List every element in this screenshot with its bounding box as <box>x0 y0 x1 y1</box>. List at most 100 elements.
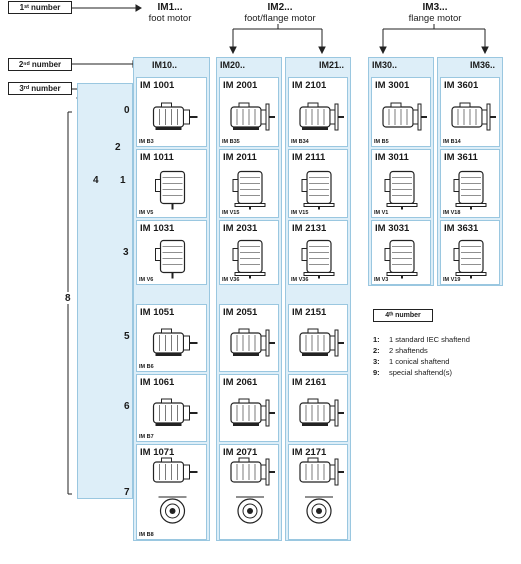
motor-drawing <box>230 457 275 524</box>
bracket-label-2: 2 <box>115 142 121 153</box>
column-title-im20: IM20.. <box>220 60 246 70</box>
mounting-cell: IM 3031 IM V3 <box>371 220 431 285</box>
position-code: IM V36 <box>291 277 309 283</box>
third-digit-0: 0 <box>124 105 130 116</box>
legend-item: 1:1 standard IEC shaftend <box>373 335 470 344</box>
position-code: IM V3 <box>374 277 389 283</box>
mounting-cell: IM 2031 IM V36 <box>219 220 279 285</box>
position-code: IM V5 <box>139 210 154 216</box>
mounting-cell: IM 3001 IM B5 <box>371 77 431 147</box>
position-code: IM B3 <box>139 139 154 145</box>
mounting-code: IM 2131 <box>292 223 327 234</box>
motor-drawing <box>299 457 344 524</box>
third-digit-6: 6 <box>124 401 130 412</box>
motor-drawing <box>152 328 198 356</box>
third-number-label: 3ʳᵈ number <box>8 82 72 95</box>
motor-drawing <box>301 170 335 210</box>
column-title-im36: IM36.. <box>470 60 496 70</box>
position-code: IM V18 <box>443 210 461 216</box>
mounting-code: IM 3031 <box>375 223 410 234</box>
header-im1-code: IM1... <box>157 2 183 13</box>
mounting-code: IM 3011 <box>375 152 409 163</box>
motor-drawing <box>451 102 496 131</box>
position-code: IM B7 <box>139 434 154 440</box>
mounting-cell: IM 3611 IM V18 <box>440 149 500 218</box>
mounting-code: IM 1061 <box>140 377 175 388</box>
mounting-cell: IM 1001 IM B3 <box>136 77 207 147</box>
mounting-cell: IM 2131 IM V36 <box>288 220 348 285</box>
second-number-label: 2ⁿᵈ number <box>8 58 72 71</box>
mounting-cell: IM 2071 <box>219 444 279 540</box>
motor-drawing <box>232 170 266 210</box>
position-code: IM B35 <box>222 139 240 145</box>
mounting-code: IM 1031 <box>140 223 175 234</box>
mounting-code: IM 3631 <box>444 223 479 234</box>
motor-drawing <box>453 239 487 279</box>
header-im3-desc: flange motor <box>408 13 462 24</box>
mounting-cell: IM 2111 IM V15 <box>288 149 348 218</box>
motor-drawing <box>299 328 344 357</box>
mounting-code: IM 2101 <box>292 80 327 91</box>
mounting-cell: IM 2061 <box>219 374 279 442</box>
first-number-label: 1ˢᵗ number <box>8 1 72 14</box>
motor-drawing <box>384 170 418 210</box>
left-panel <box>77 83 133 499</box>
mounting-cell: IM 2051 <box>219 304 279 372</box>
motor-drawing <box>232 239 266 279</box>
mounting-code: IM 2171 <box>292 447 327 458</box>
column-title-im10: IM10.. <box>152 60 178 70</box>
motor-drawing <box>230 102 275 131</box>
motor-drawing <box>301 239 335 279</box>
mounting-code: IM 2161 <box>292 377 327 388</box>
mounting-code: IM 2051 <box>223 307 258 318</box>
fourth-number-label: 4ᵗʰ number <box>373 309 433 322</box>
motor-drawing <box>230 328 275 357</box>
mounting-code: IM 3001 <box>375 80 410 91</box>
shaftend-legend: 1:1 standard IEC shaftend 2:2 shaftends … <box>373 335 470 379</box>
motor-drawing <box>152 398 198 426</box>
position-code: IM B34 <box>291 139 309 145</box>
mounting-cell: IM 1061 IM B7 <box>136 374 207 442</box>
mounting-cell: IM 3011 IM V1 <box>371 149 431 218</box>
mounting-cell: IM 2171 <box>288 444 348 540</box>
legend-item: 3:1 conical shaftend <box>373 357 450 366</box>
mounting-code: IM 1001 <box>140 80 175 91</box>
mounting-cell: IM 1031 IM V6 <box>136 220 207 285</box>
mounting-cell: IM 2161 <box>288 374 348 442</box>
mounting-code: IM 3611 <box>444 152 478 163</box>
position-code: IM V1 <box>374 210 389 216</box>
position-code: IM V15 <box>291 210 309 216</box>
position-code: IM B6 <box>139 364 154 370</box>
motor-drawing <box>384 239 418 279</box>
mounting-code: IM 2111 <box>292 152 326 163</box>
position-code: IM V6 <box>139 277 154 283</box>
third-digit-1: 1 <box>120 175 126 186</box>
position-code: IM V36 <box>222 277 240 283</box>
mounting-code: IM 1071 <box>140 447 175 458</box>
mounting-code: IM 2001 <box>223 80 258 91</box>
motor-drawing <box>453 170 487 210</box>
mounting-cell: IM 2151 <box>288 304 348 372</box>
third-digit-7: 7 <box>124 487 130 498</box>
mounting-code: IM 1051 <box>140 307 175 318</box>
position-code: IM V19 <box>443 277 461 283</box>
position-code: IM B8 <box>139 532 154 538</box>
position-code: IM V15 <box>222 210 240 216</box>
motor-drawing <box>155 170 186 210</box>
header-im2-code: IM2... <box>267 2 293 13</box>
motor-drawing <box>152 102 198 130</box>
motor-drawing <box>299 102 344 131</box>
header-im1-desc: foot motor <box>148 13 192 24</box>
mounting-cell: IM 1071 IM B8 <box>136 444 207 540</box>
column-title-im21: IM21.. <box>319 60 345 70</box>
third-digit-5: 5 <box>124 331 130 342</box>
mounting-code: IM 2011 <box>223 152 257 163</box>
mounting-cell: IM 1051 IM B6 <box>136 304 207 372</box>
legend-item: 2:2 shaftends <box>373 346 428 355</box>
position-code: IM B5 <box>374 139 389 145</box>
mounting-code: IM 2151 <box>292 307 327 318</box>
motor-drawing <box>299 398 344 427</box>
header-im3-code: IM3... <box>422 2 448 13</box>
mounting-code: IM 2031 <box>223 223 258 234</box>
